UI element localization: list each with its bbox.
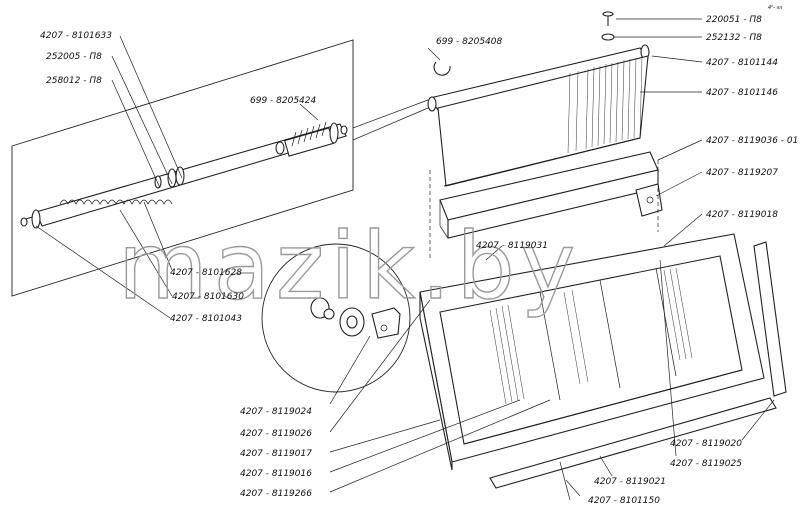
roller-blind	[427, 44, 650, 187]
label-8101043: 4207 - 8101043	[170, 314, 242, 324]
label-8101144: 4207 - 8101144	[706, 58, 778, 68]
label-8119026: 4207 - 8119026	[240, 429, 312, 439]
watermark: mazik.by	[118, 213, 581, 320]
label-8101150: 4207 - 8101150	[588, 496, 660, 506]
label-8119207: 4207 - 8119207	[706, 168, 778, 178]
label-220051: 220051 - П8	[706, 15, 762, 25]
label-8119021: 4207 - 8119021	[594, 477, 666, 487]
label-8101146: 4207 - 8101146	[706, 88, 778, 98]
label-8119016: 4207 - 8119016	[240, 469, 312, 479]
leader-lines	[35, 18, 775, 497]
label-8101628: 4207 - 8101628	[170, 268, 242, 278]
label-252132: 252132 - П8	[706, 33, 762, 43]
label-8119025: 4207 - 8119025	[670, 459, 742, 469]
retaining-clip	[433, 61, 451, 76]
label-8119017: 4207 - 8119017	[240, 449, 312, 459]
circle-detail	[261, 243, 411, 393]
corner-mark: 4ᵒ‑ ıııı	[768, 5, 783, 11]
projection-line	[352, 99, 429, 129]
label-8119024: 4207 - 8119024	[240, 407, 312, 417]
label-8119020: 4207 - 8119020	[670, 439, 742, 449]
label-8101633: 4207 - 8101633	[40, 31, 112, 41]
label-8101630: 4207 - 8101630	[172, 292, 244, 302]
part-labels: 220051 - П8 252132 - П8 4207 - 8101144 4…	[40, 15, 798, 506]
washer	[601, 33, 615, 41]
bottom-seal-strip	[489, 397, 777, 489]
screw	[602, 11, 614, 26]
label-8205408: 699 - 8205408	[436, 37, 503, 47]
inset-panel	[11, 39, 354, 297]
projection-line	[352, 107, 429, 141]
label-8119031: 4207 - 8119031	[476, 241, 548, 251]
label-8119018: 4207 - 8119018	[706, 210, 778, 220]
label-8119036-01: 4207 - 8119036 - 01	[706, 136, 798, 146]
label-252005: 252005 - П8	[46, 52, 102, 62]
spring-roller-shaft	[20, 121, 348, 229]
label-8119266: 4207 - 8119266	[240, 489, 312, 499]
mounting-bracket	[635, 183, 663, 217]
label-258012: 258012 - П8	[46, 76, 102, 86]
label-8205424: 699 - 8205424	[250, 96, 317, 106]
side-seal-strip	[753, 241, 787, 397]
